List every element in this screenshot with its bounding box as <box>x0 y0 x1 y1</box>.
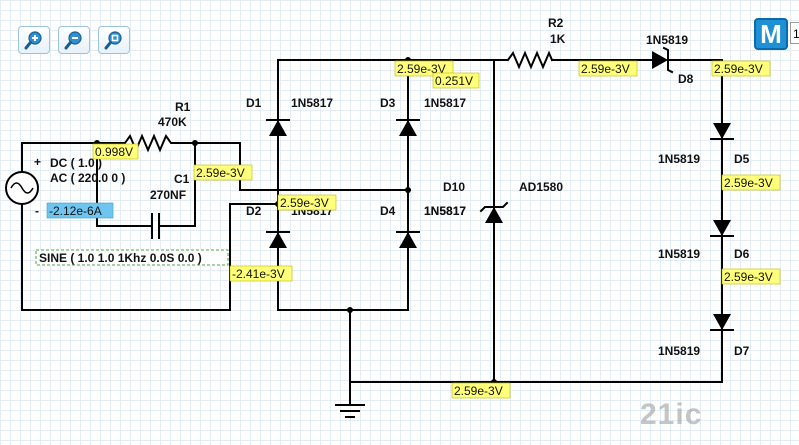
probe-r2-right[interactable]: 2.59e-3V <box>578 60 638 77</box>
d8-model: 1N5819 <box>646 33 688 47</box>
zoom-in-button[interactable] <box>18 26 50 54</box>
d6-diode[interactable] <box>710 220 734 237</box>
svg-text:2.59e-3V: 2.59e-3V <box>724 176 773 190</box>
probe-top-second[interactable]: 0.251V <box>432 72 480 89</box>
d10-part: AD1580 <box>519 180 563 194</box>
d3-model: 1N5817 <box>424 96 466 110</box>
d2-ref: D2 <box>246 204 262 218</box>
zoom-in-icon <box>24 31 42 50</box>
d5-model: 1N5819 <box>658 152 700 166</box>
source-ac-label: AC ( 220.0 0 ) <box>50 171 125 185</box>
svg-text:2.59e-3V: 2.59e-3V <box>196 166 245 180</box>
zoom-fit-button[interactable] <box>98 26 130 54</box>
sine-label-box <box>35 249 229 266</box>
probe-c1-right[interactable]: 2.59e-3V <box>193 164 253 181</box>
d7-ref: D7 <box>734 344 750 358</box>
d4-ref: D4 <box>380 204 396 218</box>
svg-text:2.59e-3V: 2.59e-3V <box>280 196 329 210</box>
probe-r1-left[interactable]: 0.998V <box>92 143 139 160</box>
d10-ref: D10 <box>443 180 465 194</box>
watermark-logo: 21ic <box>640 398 703 431</box>
zoom-out-icon <box>64 31 82 50</box>
d6-ref: D6 <box>734 247 750 261</box>
source-plus-sign: + <box>34 155 41 169</box>
probe-source-current[interactable]: -2.12e-6A <box>46 202 114 219</box>
c1-value: 270NF <box>150 188 186 202</box>
c1-ref: C1 <box>174 172 190 186</box>
probe-top-left[interactable]: 2.59e-3V <box>394 60 454 77</box>
probe-d8-right[interactable]: 2.59e-3V <box>711 60 771 77</box>
probe-bridge-left[interactable]: 2.59e-3V <box>277 194 337 211</box>
r1-resistor[interactable] <box>123 133 176 153</box>
svg-text:2.59e-3V: 2.59e-3V <box>714 62 763 76</box>
d5-diode[interactable] <box>710 123 734 140</box>
probe-bridge-bottom[interactable]: -2.41e-3V <box>229 265 293 282</box>
svg-text:2.59e-3V: 2.59e-3V <box>581 62 630 76</box>
svg-text:-2.12e-6A: -2.12e-6A <box>49 204 102 218</box>
d7-diode[interactable] <box>710 314 734 331</box>
svg-text:0.998V: 0.998V <box>95 145 133 159</box>
wire-source-top <box>21 142 411 191</box>
r1-ref: R1 <box>175 100 191 114</box>
d7-model: 1N5819 <box>658 344 700 358</box>
d10-zener[interactable] <box>479 201 509 223</box>
d6-model: 1N5819 <box>658 247 700 261</box>
d3-diode[interactable] <box>396 119 420 136</box>
svg-text:2.59e-3V: 2.59e-3V <box>397 62 446 76</box>
wire-source-bottom <box>21 203 281 311</box>
side-input[interactable]: 1 <box>790 22 799 44</box>
source-sine-label: SINE ( 1.0 1.0 1Khz 0.0S 0.0 ) <box>39 251 202 265</box>
ground-icon <box>335 404 365 418</box>
d8-ref: D8 <box>678 72 694 86</box>
d4-diode[interactable] <box>396 231 420 248</box>
svg-text:0.251V: 0.251V <box>435 74 473 88</box>
zoom-toolbar <box>18 26 130 54</box>
d3-ref: D3 <box>380 96 396 110</box>
app-logo[interactable]: M <box>754 18 788 50</box>
probe-ground[interactable]: 2.59e-3V <box>451 382 511 399</box>
svg-text:2.59e-3V: 2.59e-3V <box>724 270 773 284</box>
d1-model: 1N5817 <box>291 96 333 110</box>
r2-ref: R2 <box>548 16 564 30</box>
r2-value: 1K <box>550 32 566 46</box>
d10-model: 1N5817 <box>424 204 466 218</box>
d1-diode[interactable] <box>266 119 290 136</box>
source-dc-label: DC ( 1.0 ) <box>50 156 102 170</box>
zoom-out-button[interactable] <box>58 26 90 54</box>
svg-text:2.59e-3V: 2.59e-3V <box>454 384 503 398</box>
wire-c1-left <box>96 142 139 227</box>
source-minus-sign: - <box>35 204 39 218</box>
svg-text:-2.41e-3V: -2.41e-3V <box>232 267 285 281</box>
zoom-fit-icon <box>104 31 122 50</box>
r2-resistor[interactable] <box>506 50 554 70</box>
probe-d6[interactable]: 2.59e-3V <box>721 268 781 285</box>
d5-ref: D5 <box>734 152 750 166</box>
r1-value: 470K <box>158 115 187 129</box>
probe-d5[interactable]: 2.59e-3V <box>721 174 781 191</box>
d1-ref: D1 <box>246 96 262 110</box>
d2-diode[interactable] <box>266 231 290 248</box>
sine-wave-icon <box>10 182 34 194</box>
d4-model: 1N5817 <box>424 204 466 218</box>
